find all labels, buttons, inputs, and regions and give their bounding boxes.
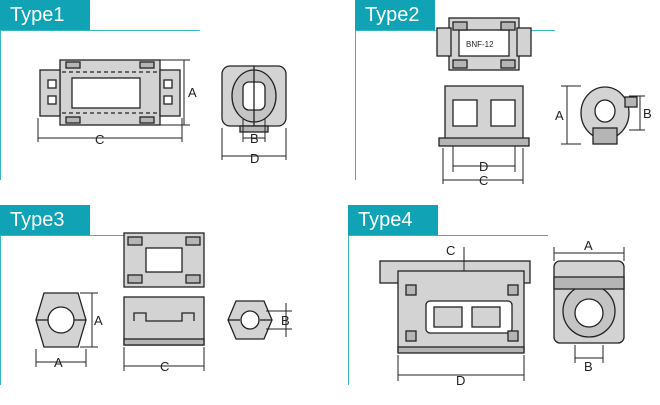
type2-front-view xyxy=(438,85,530,147)
type3-top-view xyxy=(123,232,205,288)
type4-dim-b: B xyxy=(584,359,593,374)
type1-drawing: A C B D xyxy=(37,59,287,166)
type1-dim-c: C xyxy=(95,132,104,147)
type3-title: Type3 xyxy=(0,205,90,235)
type3-frame-top xyxy=(0,235,200,236)
type2-dim-c: C xyxy=(479,173,488,188)
type4-drawing: C D A B xyxy=(379,238,625,388)
type3-front-view xyxy=(123,296,205,346)
type3-drawing: A A C xyxy=(35,232,292,374)
type1-dim-d: D xyxy=(250,151,259,166)
type1-frame-top xyxy=(0,30,200,31)
type4-dim-a: A xyxy=(584,238,593,253)
type2-drawing: BNF-12 D C xyxy=(436,17,652,188)
type1-front-view xyxy=(39,59,181,126)
type2-frame-left xyxy=(355,30,356,180)
type3-side-view xyxy=(227,300,273,340)
type1-dim-b: B xyxy=(250,131,259,146)
type4-dim-d: D xyxy=(456,373,465,388)
type2-title: Type2 xyxy=(355,0,435,30)
type4-frame-top xyxy=(348,235,548,236)
type2-dim-b: B xyxy=(643,106,652,121)
type1-title: Type1 xyxy=(0,0,90,30)
type3-dim-a-bottom: A xyxy=(54,355,63,370)
type1-frame-left xyxy=(0,30,1,180)
type1-dim-a: A xyxy=(188,85,197,100)
type2-dim-a: A xyxy=(555,108,564,123)
type3-dim-a-right: A xyxy=(94,313,103,328)
type2-end-view xyxy=(580,86,638,145)
type2-model-label: BNF-12 xyxy=(466,40,494,49)
type3-frame-left xyxy=(0,235,1,385)
type4-dim-c: C xyxy=(446,243,455,258)
type4-title: Type4 xyxy=(348,205,438,235)
type3-end-view xyxy=(35,292,87,348)
type3-dim-b: B xyxy=(281,313,290,328)
type4-front-view xyxy=(379,260,531,354)
type3-dim-c: C xyxy=(160,359,169,374)
type1-end-view xyxy=(221,65,287,133)
type2-dim-d: D xyxy=(479,159,488,174)
type4-frame-left xyxy=(348,235,349,385)
type2-top-view xyxy=(436,17,532,71)
type4-end-view xyxy=(553,260,625,344)
